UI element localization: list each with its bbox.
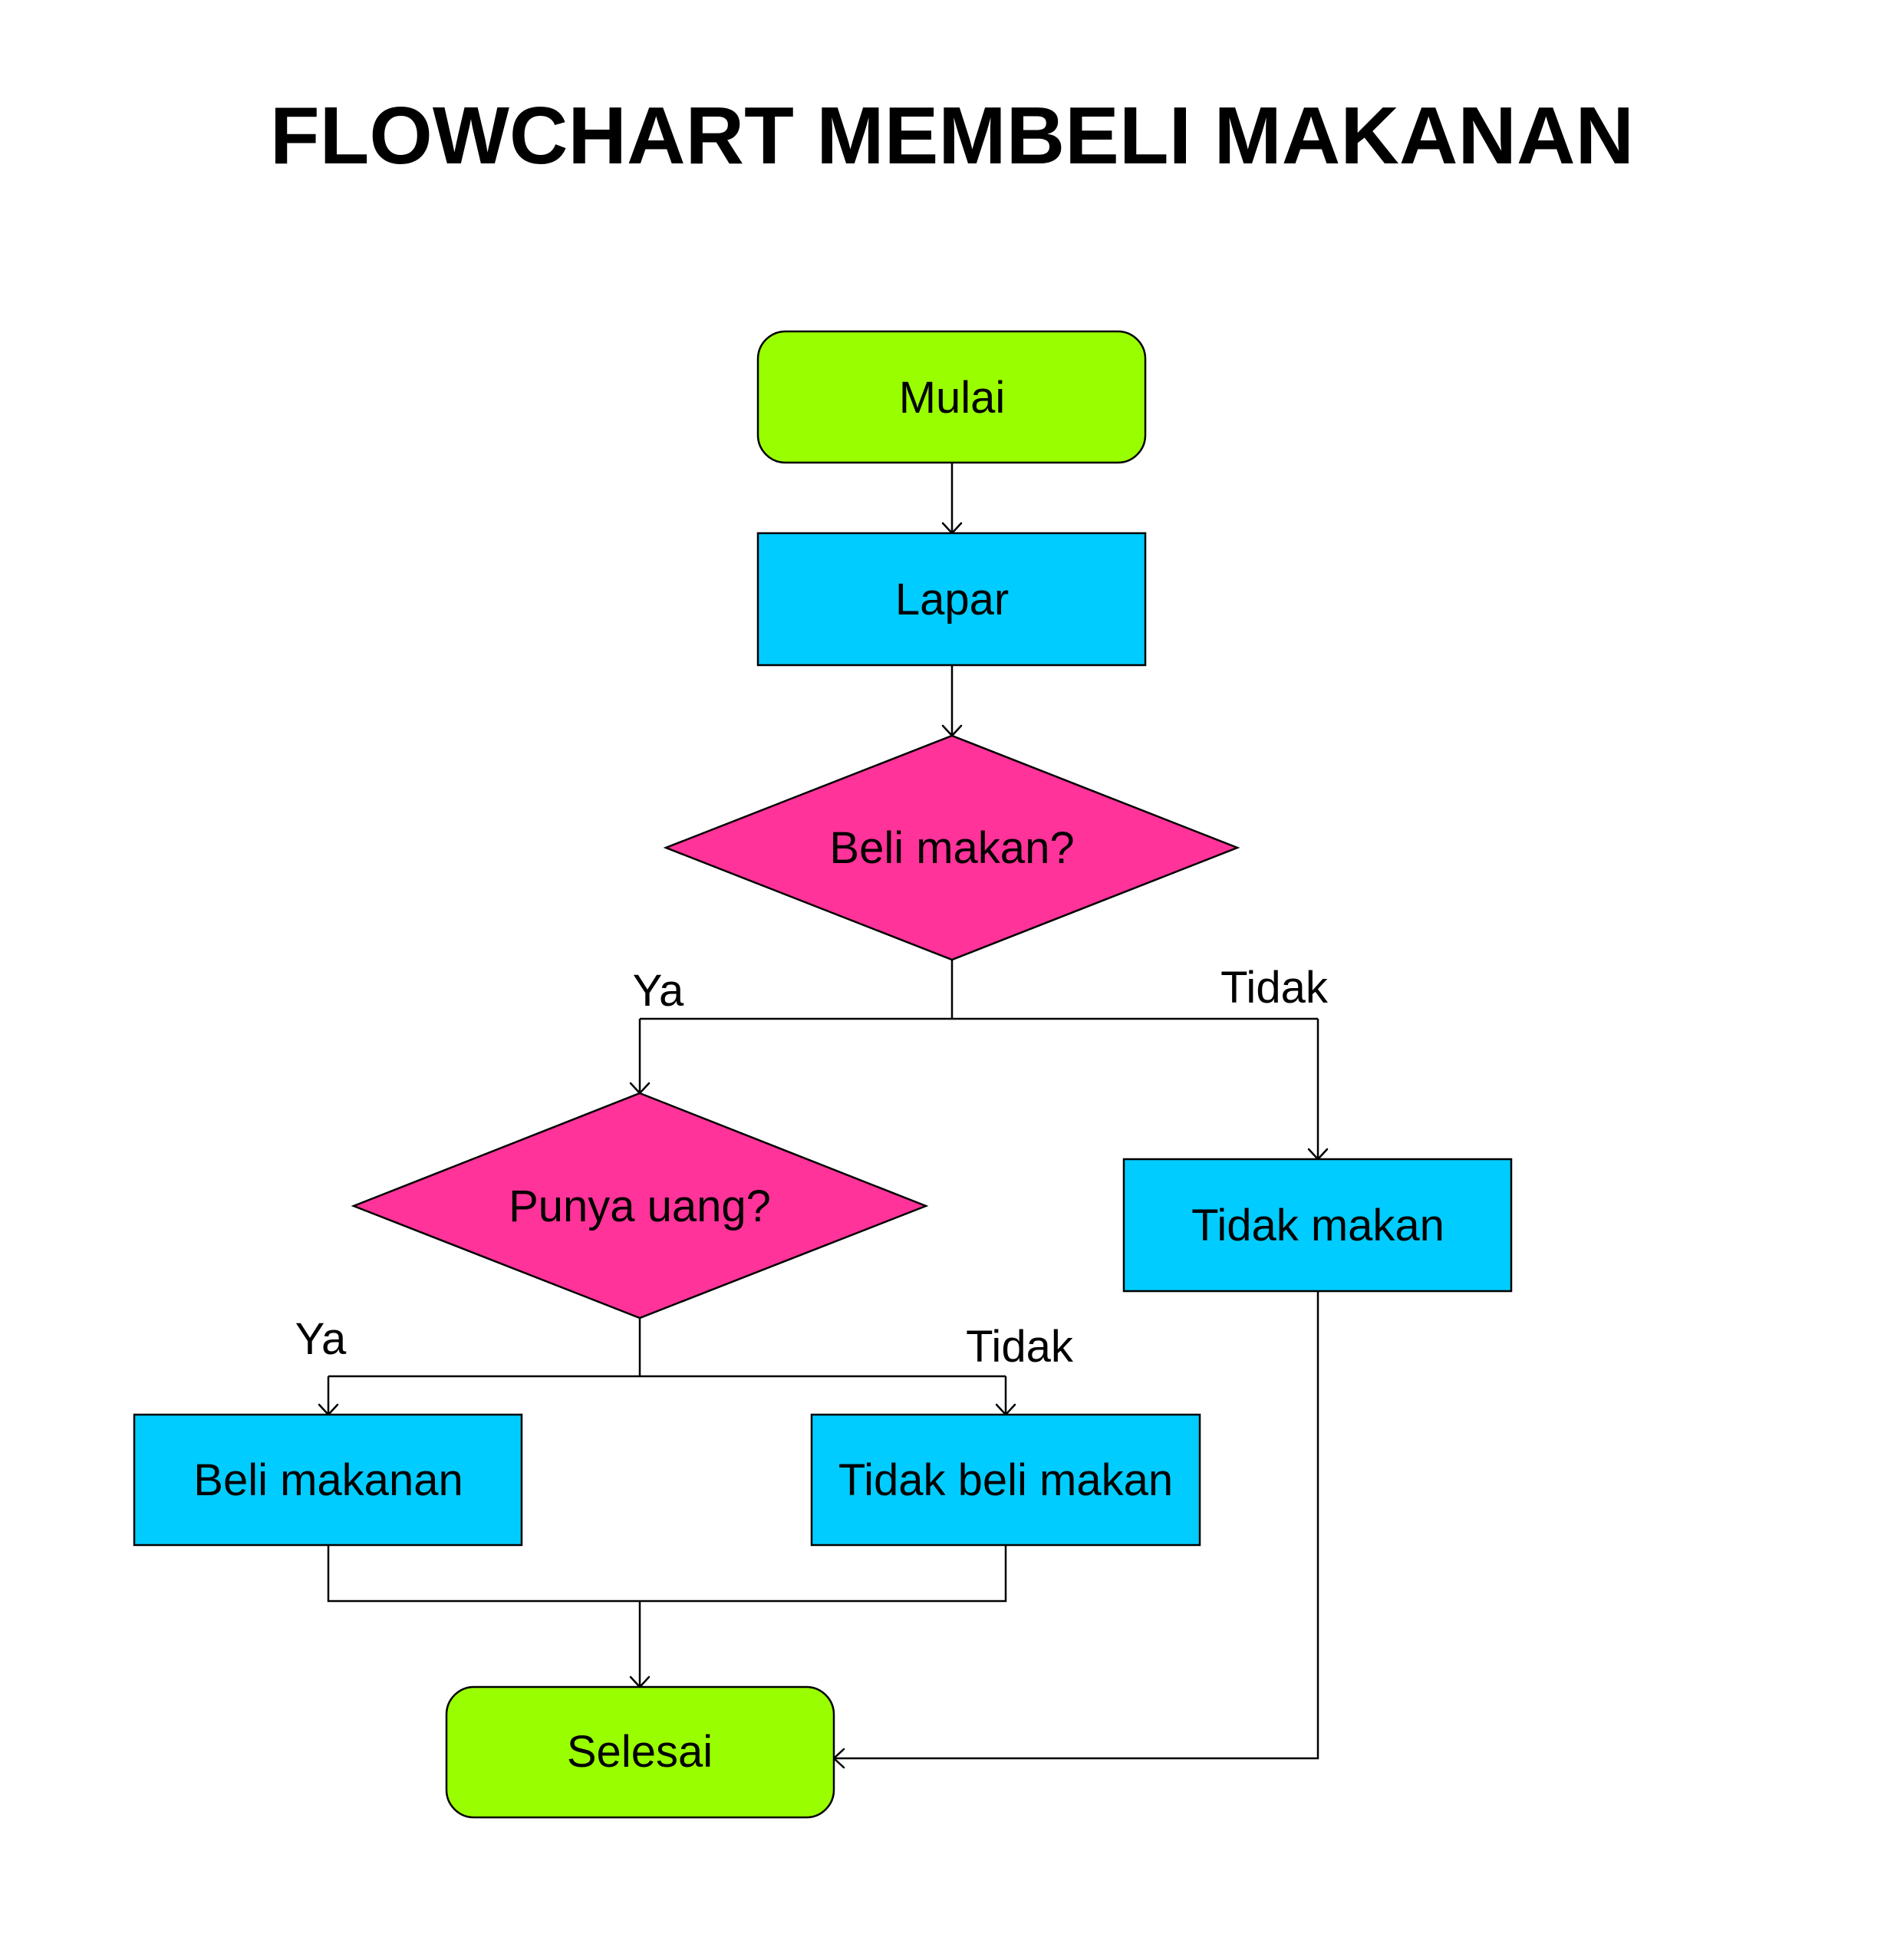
node-label: Lapar [895, 575, 1009, 624]
node-start: Mulai [756, 330, 1147, 464]
edge-label-money-no: Tidak [966, 1322, 1074, 1372]
process-shape [133, 1413, 523, 1547]
node-no-eat: Tidak makan [1122, 1158, 1513, 1293]
node-hungry: Lapar [756, 532, 1147, 667]
node-have-money-decision: Punya uang? [351, 1092, 929, 1320]
node-label: Beli makanan [193, 1455, 463, 1505]
terminal-shape [756, 330, 1147, 464]
node-buy-food-decision: Beli makan? [663, 734, 1240, 961]
connector-merge-bottom [327, 1545, 1007, 1603]
node-label: Selesai [567, 1727, 713, 1777]
edge-label-buy-yes: Ya [633, 966, 684, 1016]
node-label: Tidak beli makan [838, 1455, 1173, 1505]
node-label: Tidak makan [1191, 1201, 1444, 1250]
process-shape [810, 1413, 1201, 1547]
edge-label-buy-no: Tidak [1220, 963, 1329, 1013]
process-shape [1122, 1158, 1513, 1293]
node-label: Punya uang? [509, 1181, 771, 1231]
terminal-shape [445, 1685, 835, 1819]
node-buy-food: Beli makanan [133, 1413, 523, 1547]
decision-shape [351, 1092, 929, 1320]
decision-shape [663, 734, 1240, 961]
process-shape [756, 532, 1147, 667]
edge-label-money-yes: Ya [295, 1314, 347, 1364]
node-end: Selesai [445, 1685, 835, 1819]
node-no-buy-food: Tidak beli makan [810, 1413, 1201, 1547]
node-label: Beli makan? [829, 823, 1074, 873]
diagram-title: FLOWCHART MEMBELI MAKANAN [270, 91, 1634, 181]
node-label: Mulai [899, 373, 1006, 423]
connector-no-eat-to-end [834, 1291, 1319, 1760]
